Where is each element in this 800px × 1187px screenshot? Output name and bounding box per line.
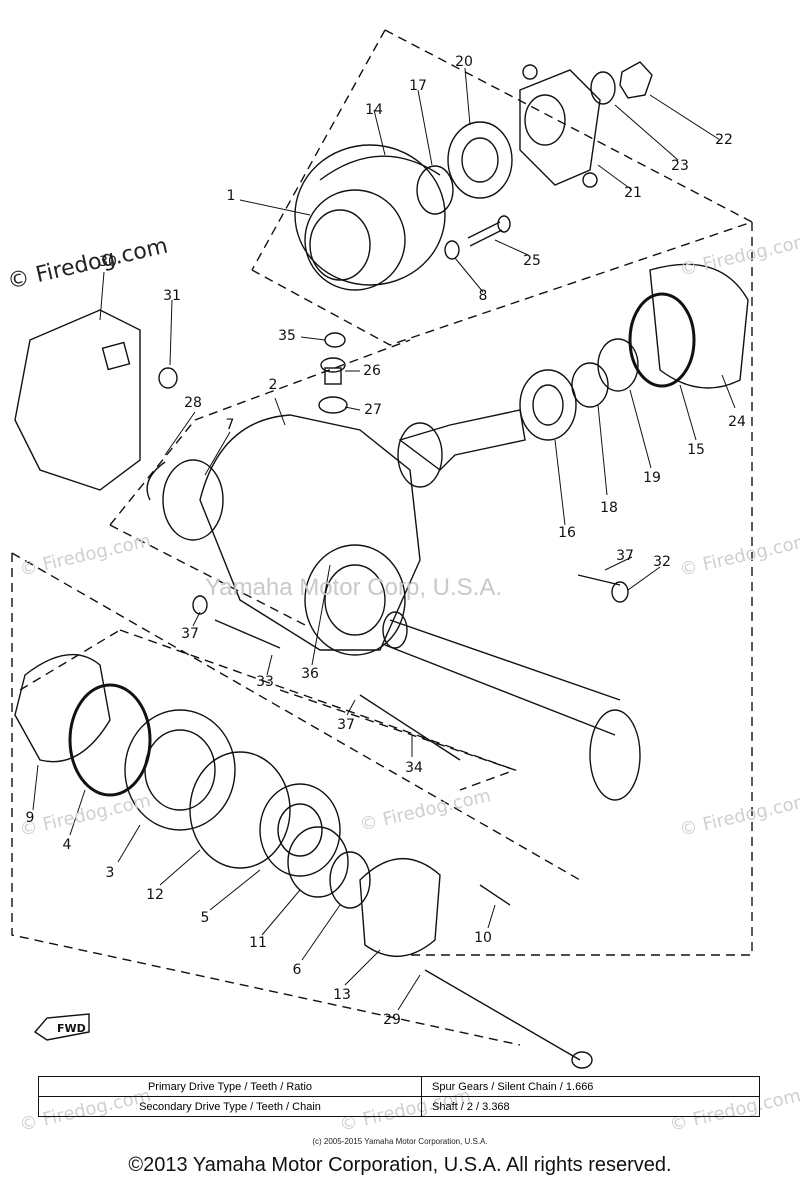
part-6-seal bbox=[329, 851, 371, 909]
callout-36: 36 bbox=[301, 666, 319, 682]
callout-5: 5 bbox=[200, 910, 210, 926]
part-9-gasket bbox=[14, 653, 111, 763]
callout-11: 11 bbox=[249, 935, 267, 951]
pinion-gear-shaft bbox=[397, 409, 526, 488]
callout-28: 28 bbox=[184, 395, 202, 411]
callout-12: 12 bbox=[146, 887, 164, 903]
part-17-seal bbox=[416, 165, 454, 215]
callout-34: 34 bbox=[405, 760, 423, 776]
part-29-long-bolt bbox=[424, 969, 581, 1061]
part-14-housing bbox=[294, 144, 446, 291]
callout-1: 1 bbox=[226, 188, 236, 204]
part-4-oring bbox=[68, 683, 152, 797]
part-22-nut bbox=[619, 61, 653, 99]
part-5-bearing bbox=[259, 783, 341, 877]
callout-4: 4 bbox=[62, 837, 72, 853]
part-8-washer bbox=[444, 240, 460, 260]
callout-13: 13 bbox=[333, 987, 351, 1003]
callout-31: 31 bbox=[163, 288, 181, 304]
callout-21: 21 bbox=[624, 185, 642, 201]
part-16-bearing bbox=[519, 369, 577, 441]
callout-7: 7 bbox=[225, 417, 235, 433]
group-box-right bbox=[410, 222, 753, 956]
callout-37: 37 bbox=[616, 548, 634, 564]
part-35-cap bbox=[324, 332, 346, 348]
callout-37: 37 bbox=[181, 626, 199, 642]
drive-shaft bbox=[382, 611, 641, 801]
part-37-bolt-a bbox=[577, 574, 621, 586]
callout-6: 6 bbox=[292, 962, 302, 978]
group-box-lower bbox=[11, 553, 521, 1046]
callout-16: 16 bbox=[558, 525, 576, 541]
part-27-washer bbox=[318, 396, 348, 414]
part-26-plug bbox=[320, 357, 346, 385]
part-11-shim bbox=[287, 826, 349, 898]
callout-35: 35 bbox=[278, 328, 296, 344]
part-2-gear-case bbox=[199, 414, 421, 656]
callout-18: 18 bbox=[600, 500, 618, 516]
part-13-cover bbox=[359, 858, 441, 957]
table-row: Secondary Drive Type / Teeth / Chain Sha… bbox=[38, 1096, 760, 1117]
callout-32: 32 bbox=[653, 554, 671, 570]
callout-3: 3 bbox=[105, 865, 115, 881]
callout-14: 14 bbox=[365, 102, 383, 118]
callout-20: 20 bbox=[455, 54, 473, 70]
primary-drive-label: Primary Drive Type / Teeth / Ratio bbox=[38, 1076, 422, 1097]
part-30-gasket bbox=[14, 309, 141, 491]
callout-9: 9 bbox=[25, 810, 35, 826]
part-18-shim bbox=[571, 362, 609, 408]
callout-37: 37 bbox=[337, 717, 355, 733]
callout-17: 17 bbox=[409, 78, 427, 94]
part-24-gasket bbox=[649, 263, 749, 389]
part-37-bolt-b bbox=[359, 694, 461, 761]
part-12-gasket bbox=[189, 751, 291, 869]
callout-10: 10 bbox=[474, 930, 492, 946]
part-3-retainer bbox=[124, 709, 236, 831]
callout-8: 8 bbox=[478, 288, 488, 304]
part-19-ring bbox=[597, 338, 639, 392]
part-28-circlip bbox=[146, 461, 166, 501]
part-31-dowel bbox=[158, 367, 178, 389]
part-10-bolt bbox=[479, 884, 511, 906]
part-15-oring bbox=[628, 292, 696, 388]
forward-arrow-icon: FWD bbox=[33, 1013, 90, 1041]
part-20-bearing bbox=[447, 121, 513, 199]
watermark-center: Yamaha Motor Corp, U.S.A. bbox=[205, 574, 502, 601]
group-box-upper bbox=[251, 29, 754, 346]
fwd-label: FWD bbox=[57, 1022, 86, 1035]
callout-19: 19 bbox=[643, 470, 661, 486]
primary-drive-value: Spur Gears / Silent Chain / 1.666 bbox=[421, 1076, 760, 1097]
callout-24: 24 bbox=[728, 414, 746, 430]
callout-33: 33 bbox=[256, 674, 274, 690]
part-21-flange bbox=[519, 64, 601, 188]
part-7-seal bbox=[162, 459, 224, 541]
drive-spec-table: Primary Drive Type / Teeth / Ratio Spur … bbox=[38, 1076, 760, 1117]
group-box-middle bbox=[109, 339, 411, 526]
small-copyright: (c) 2005-2015 Yamaha Motor Corporation, … bbox=[312, 1137, 488, 1146]
callout-29: 29 bbox=[383, 1012, 401, 1028]
callout-27: 27 bbox=[364, 402, 382, 418]
callout-15: 15 bbox=[687, 442, 705, 458]
callout-2: 2 bbox=[268, 377, 278, 393]
secondary-drive-value: Shaft / 2 / 3.368 bbox=[421, 1096, 760, 1117]
callout-23: 23 bbox=[671, 158, 689, 174]
part-25-bolt bbox=[467, 215, 511, 247]
callout-22: 22 bbox=[715, 132, 733, 148]
callout-25: 25 bbox=[523, 253, 541, 269]
part-37-washer bbox=[192, 595, 208, 615]
table-row: Primary Drive Type / Teeth / Ratio Spur … bbox=[38, 1076, 760, 1097]
callout-26: 26 bbox=[363, 363, 381, 379]
secondary-drive-label: Secondary Drive Type / Teeth / Chain bbox=[38, 1096, 422, 1117]
callout-30: 30 bbox=[99, 254, 117, 270]
part-32-nut bbox=[611, 581, 629, 603]
part-33-bolt bbox=[214, 619, 281, 649]
part-23-washer bbox=[590, 71, 616, 105]
footer-copyright: ©2013 Yamaha Motor Corporation, U.S.A. A… bbox=[128, 1154, 672, 1176]
